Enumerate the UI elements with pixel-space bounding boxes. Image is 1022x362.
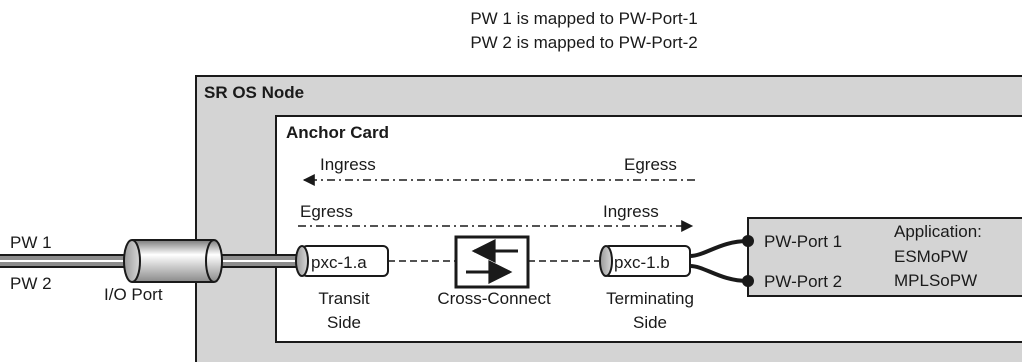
card-title: Anchor Card [286,123,389,142]
cross-connect-icon [454,235,530,289]
pw-port-2-label: PW-Port 2 [764,272,842,291]
application-line2: ESMoPW [894,247,968,266]
transit-side-line2: Side [327,313,361,332]
application-line1: Application: [894,222,982,241]
pw-port-2-dot [742,275,754,287]
pw-port-1-label: PW-Port 1 [764,232,842,251]
pw-port-1-dot [742,235,754,247]
application-line3: MPLSoPW [894,271,977,290]
io-port-cylinder [123,239,223,283]
cross-connect-label: Cross-Connect [437,289,551,308]
application-box [747,217,1022,297]
pw1-label: PW 1 [10,233,52,252]
flow-bottom-left-label: Egress [300,202,353,221]
pxc-1a-label: pxc-1.a [311,253,367,272]
pxc-1b-port [599,245,691,277]
pw-port-fanout [689,235,754,287]
pxc-1a-port [295,245,389,277]
io-port-label: I/O Port [104,285,163,304]
flow-bottom-right-label: Ingress [603,202,659,221]
flow-top-left-label: Ingress [320,155,376,174]
flow-top: Ingress Egress [302,155,695,186]
node-title: SR OS Node [204,83,304,102]
transit-side-line1: Transit [318,289,370,308]
flow-top-right-label: Egress [624,155,677,174]
pw2-label: PW 2 [10,274,52,293]
mapping-note-2: PW 2 is mapped to PW-Port-2 [470,33,697,52]
terminating-side-line2: Side [633,313,667,332]
flow-bottom: Egress Ingress [298,202,694,232]
terminating-side-line1: Terminating [606,289,694,308]
pxc-1b-label: pxc-1.b [614,253,670,272]
mapping-note-1: PW 1 is mapped to PW-Port-1 [470,9,697,28]
